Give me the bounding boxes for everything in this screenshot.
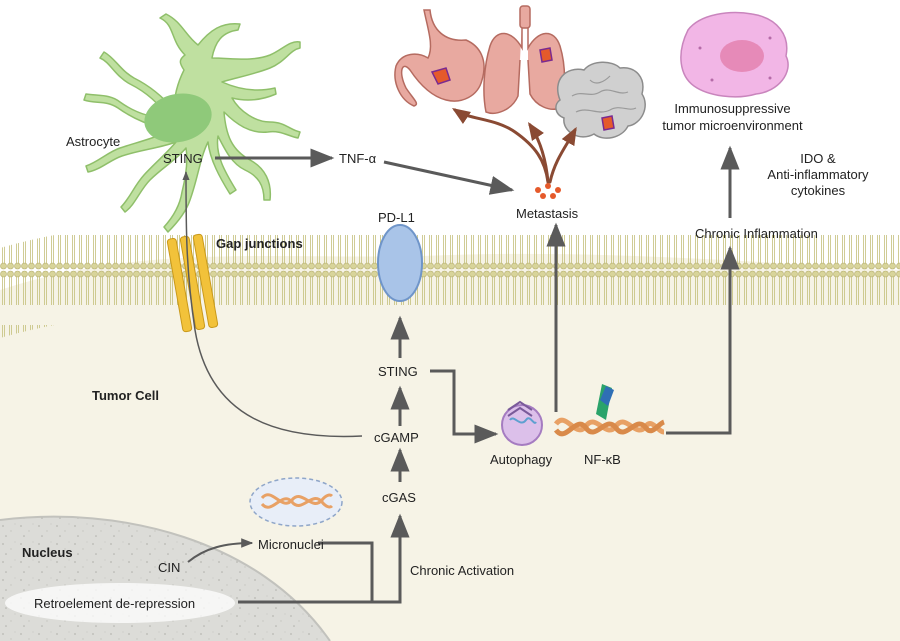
micronuclei-label: Micronuclei (258, 537, 324, 552)
nf-kb-dna (553, 384, 666, 437)
micronuclei-body (249, 477, 343, 527)
chronic-activation-label: Chronic Activation (410, 563, 515, 578)
cgamp-label: cGAMP (374, 430, 419, 445)
pd-l1-label: PD-L1 (378, 210, 415, 225)
ido-label-line2: Anti-inflammatory (767, 167, 869, 182)
cgamp-to-sting-arrow (182, 171, 363, 438)
gap-junctions-label: Gap junctions (216, 236, 303, 251)
immunosuppressive-label-line1: Immunosuppressive (674, 101, 791, 116)
metastasis-branches (452, 108, 577, 184)
autophagy-label: Autophagy (490, 452, 553, 467)
pathway-arrows (215, 145, 740, 604)
tumor-cell-label: Tumor Cell (92, 388, 159, 403)
astrocyte-label: Astrocyte (66, 134, 121, 149)
immune-cell (680, 11, 789, 98)
astrocyte-cell (83, 13, 301, 233)
nucleus-label: Nucleus (22, 545, 73, 560)
pd-l1-receptor (377, 224, 423, 302)
astrocyte-nucleus (144, 93, 212, 143)
cin-label: CIN (158, 560, 181, 575)
gap-junctions (166, 233, 219, 333)
chronic-inflammation-label: Chronic Inflammation (695, 226, 818, 241)
cin-arrow (187, 538, 254, 563)
tnf-alpha-label: TNF-α (339, 151, 377, 166)
metastasis-label: Metastasis (516, 206, 579, 221)
astrocyte-sting-label: STING (163, 151, 203, 166)
tumor-sting-label: STING (378, 364, 418, 379)
ido-label-line3: cytokines (790, 183, 846, 198)
retroelement-label: Retroelement de-repression (34, 596, 196, 611)
autophagosome (501, 400, 543, 446)
brain-organ (555, 61, 646, 139)
nucleus-region (0, 515, 331, 641)
lungs-organ (483, 5, 566, 114)
cgas-label: cGAS (382, 490, 416, 505)
ido-label-line1: IDO & (800, 151, 836, 166)
immunosuppressive-label-line2: tumor microenvironment (662, 118, 803, 133)
stomach-organ (394, 9, 485, 107)
metastasis-cells (535, 183, 561, 199)
nf-kb-label: NF-κB (584, 452, 621, 467)
cell-membrane (0, 216, 900, 338)
